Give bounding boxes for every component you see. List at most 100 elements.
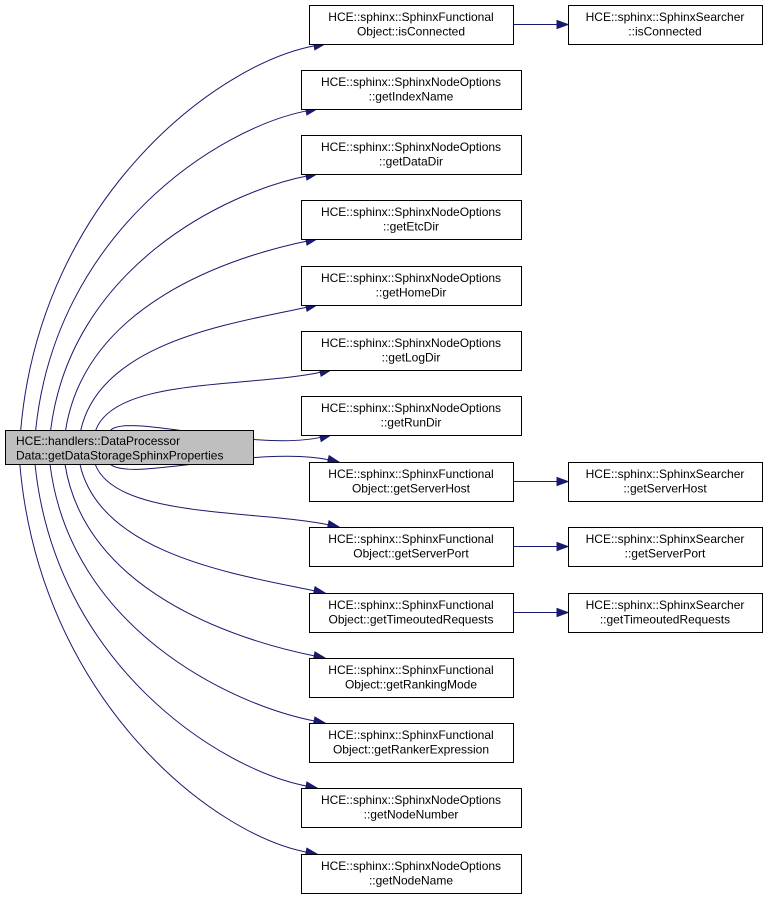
node-label-line: Object::getServerPort — [353, 547, 469, 561]
edge-line — [34, 463, 310, 788]
node-label-line: HCE::sphinx::SphinxNodeOptions — [321, 793, 501, 807]
node-label-line: Object::getRankingMode — [345, 678, 477, 692]
node-label-line: ::getDataDir — [379, 155, 443, 169]
edges — [19, 19, 570, 857]
node-label-line: HCE::sphinx::SphinxNodeOptions — [321, 336, 501, 350]
node-label-line: ::getServerPort — [625, 547, 706, 561]
node-label-line: HCE::sphinx::SphinxSearcher — [586, 467, 745, 481]
node-fo-getServerPort[interactable]: HCE::sphinx::SphinxFunctionalObject::get… — [309, 527, 514, 567]
node-box — [309, 723, 514, 763]
node-fo-getTimeoutedRequests[interactable]: HCE::sphinx::SphinxFunctionalObject::get… — [309, 593, 514, 633]
node-no-getHomeDir[interactable]: HCE::sphinx::SphinxNodeOptions::getHomeD… — [301, 266, 522, 306]
node-label-line: HCE::sphinx::SphinxNodeOptions — [321, 75, 501, 89]
node-fo-getRankerExpression[interactable]: HCE::sphinx::SphinxFunctionalObject::get… — [309, 723, 514, 763]
node-s-getServerPort[interactable]: HCE::sphinx::SphinxSearcher::getServerPo… — [568, 527, 763, 567]
edge-line — [79, 463, 318, 592]
node-label-line: Object::getServerHost — [352, 482, 471, 496]
node-box — [309, 462, 514, 502]
node-box — [568, 527, 763, 567]
node-no-getNodeName[interactable]: HCE::sphinx::SphinxNodeOptions::getNodeN… — [301, 854, 522, 894]
arrow-head — [556, 541, 570, 552]
node-no-getLogDir[interactable]: HCE::sphinx::SphinxNodeOptions::getLogDi… — [301, 331, 522, 371]
node-box — [309, 593, 514, 633]
nodes: HCE::handlers::DataProcessorData::getDat… — [5, 5, 763, 894]
node-label-line: HCE::sphinx::SphinxFunctional — [328, 10, 493, 24]
edge-line — [65, 240, 310, 431]
node-s-isConnected[interactable]: HCE::sphinx::SphinxSearcher::isConnected — [568, 5, 763, 45]
node-s-getServerHost[interactable]: HCE::sphinx::SphinxSearcher::getServerHo… — [568, 462, 763, 502]
node-box — [5, 430, 254, 465]
node-box — [568, 462, 763, 502]
node-label-line: Object::getTimeoutedRequests — [329, 613, 494, 627]
edge-fo-isConnected-to-s-isConnected — [513, 19, 570, 30]
edge-root-to-no-getLogDir — [95, 367, 333, 431]
node-s-getTimeoutedRequests[interactable]: HCE::sphinx::SphinxSearcher::getTimeoute… — [568, 593, 763, 633]
node-label-line: HCE::sphinx::SphinxNodeOptions — [321, 859, 501, 873]
edge-line — [49, 463, 318, 723]
node-label-line: HCE::sphinx::SphinxNodeOptions — [321, 401, 501, 415]
edge-line — [19, 463, 310, 854]
edge-line — [35, 109, 310, 431]
node-no-getRunDir[interactable]: HCE::sphinx::SphinxNodeOptions::getRunDi… — [301, 396, 522, 436]
node-box — [301, 331, 522, 371]
edge-line — [80, 306, 310, 431]
edge-fo-getServerPort-to-s-getServerPort — [513, 541, 570, 552]
arrow-head — [556, 607, 570, 618]
node-no-getDataDir[interactable]: HCE::sphinx::SphinxNodeOptions::getDataD… — [301, 135, 522, 175]
node-label-line: HCE::sphinx::SphinxSearcher — [586, 598, 745, 612]
node-root[interactable]: HCE::handlers::DataProcessorData::getDat… — [5, 430, 254, 465]
node-no-getEtcDir[interactable]: HCE::sphinx::SphinxNodeOptions::getEtcDi… — [301, 200, 522, 240]
node-label-line: ::getIndexName — [369, 90, 454, 104]
arrow-head — [556, 476, 570, 487]
node-label-line: HCE::sphinx::SphinxSearcher — [586, 532, 745, 546]
node-box — [309, 5, 514, 45]
node-no-getIndexName[interactable]: HCE::sphinx::SphinxNodeOptions::getIndex… — [301, 70, 522, 110]
node-label-line: Object::getRankerExpression — [333, 743, 489, 757]
node-label-line: HCE::sphinx::SphinxFunctional — [328, 728, 493, 742]
node-label-line: Object::isConnected — [357, 25, 465, 39]
node-label-line: ::isConnected — [628, 25, 701, 39]
node-label-line: HCE::sphinx::SphinxSearcher — [586, 10, 745, 24]
edge-root-to-fo-getRankingMode — [64, 463, 327, 661]
edge-fo-getServerHost-to-s-getServerHost — [513, 476, 570, 487]
node-label-line: ::getLogDir — [382, 351, 441, 365]
node-label-line: ::getNodeName — [369, 874, 453, 888]
edge-root-to-no-getDataDir — [50, 171, 319, 431]
node-label-line: HCE::sphinx::SphinxFunctional — [328, 598, 493, 612]
node-no-getNodeNumber[interactable]: HCE::sphinx::SphinxNodeOptions::getNodeN… — [301, 788, 522, 828]
node-box — [301, 200, 522, 240]
node-box — [301, 70, 522, 110]
node-label-line: ::getTimeoutedRequests — [600, 613, 730, 627]
node-label-line: HCE::sphinx::SphinxNodeOptions — [321, 205, 501, 219]
edge-line — [95, 371, 324, 431]
edge-root-to-no-getNodeNumber — [34, 463, 319, 791]
node-label-line: ::getHomeDir — [376, 286, 447, 300]
arrow-head — [556, 19, 570, 30]
edge-line — [64, 463, 318, 657]
edge-line — [94, 463, 332, 526]
node-box — [568, 593, 763, 633]
node-box — [309, 658, 514, 698]
node-box — [301, 396, 522, 436]
edge-line — [20, 44, 318, 431]
node-label-line: HCE::sphinx::SphinxNodeOptions — [321, 140, 501, 154]
edge-root-to-no-getHomeDir — [80, 302, 319, 431]
node-label-line: Data::getDataStorageSphinxProperties — [16, 449, 223, 463]
node-label-line: ::getRunDir — [381, 416, 442, 430]
node-fo-isConnected[interactable]: HCE::sphinx::SphinxFunctionalObject::isC… — [309, 5, 514, 45]
edge-root-to-no-getEtcDir — [65, 236, 319, 431]
edge-root-to-no-getIndexName — [35, 106, 319, 431]
node-box — [301, 135, 522, 175]
node-label-line: HCE::sphinx::SphinxNodeOptions — [321, 271, 501, 285]
edge-line — [50, 175, 310, 431]
node-label-line: ::getNodeNumber — [364, 808, 459, 822]
node-label-line: HCE::sphinx::SphinxFunctional — [328, 467, 493, 481]
edge-root-to-fo-getRankerExpression — [49, 463, 327, 726]
node-fo-getRankingMode[interactable]: HCE::sphinx::SphinxFunctionalObject::get… — [309, 658, 514, 698]
edge-fo-getTimeoutedRequests-to-s-getTimeoutedRequests — [513, 607, 570, 618]
node-fo-getServerHost[interactable]: HCE::sphinx::SphinxFunctionalObject::get… — [309, 462, 514, 502]
node-label-line: HCE::sphinx::SphinxFunctional — [328, 663, 493, 677]
node-box — [301, 854, 522, 894]
edge-root-to-fo-getServerPort — [94, 463, 341, 530]
